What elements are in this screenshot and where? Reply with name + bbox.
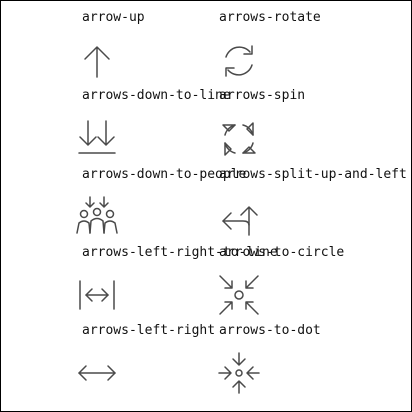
arrows-rotate-icon: [215, 37, 263, 85]
icon-label-arrows-left-right-to-line: arrows-left-right-to-line: [82, 245, 278, 260]
arrows-down-to-people-icon: [73, 193, 121, 241]
arrows-left-right-to-line-icon: [73, 271, 121, 319]
arrows-to-circle-icon: [215, 271, 263, 319]
arrows-to-dot-icon: [215, 349, 263, 397]
icon-label-arrows-rotate: arrows-rotate: [219, 10, 321, 25]
icon-label-arrows-left-right: arrows-left-right: [82, 323, 216, 338]
arrows-down-to-line-icon: [73, 115, 121, 163]
icon-label-arrow-up: arrow-up: [82, 10, 145, 25]
icon-label-arrows-down-to-people: arrows-down-to-people: [82, 167, 247, 182]
icon-label-arrows-to-circle: arrows-to-circle: [219, 245, 345, 260]
arrows-spin-icon: [215, 115, 263, 163]
icon-label-arrows-to-dot: arrows-to-dot: [219, 323, 321, 338]
arrows-split-up-and-left-icon: [215, 193, 263, 241]
icon-label-arrows-down-to-line: arrows-down-to-line: [82, 88, 231, 103]
arrows-left-right-icon: [73, 349, 121, 397]
arrow-up-icon: [73, 37, 121, 85]
icon-label-arrows-split-up-and-left: arrows-split-up-and-left: [219, 167, 407, 182]
icon-label-arrows-spin: arrows-spin: [219, 88, 306, 103]
